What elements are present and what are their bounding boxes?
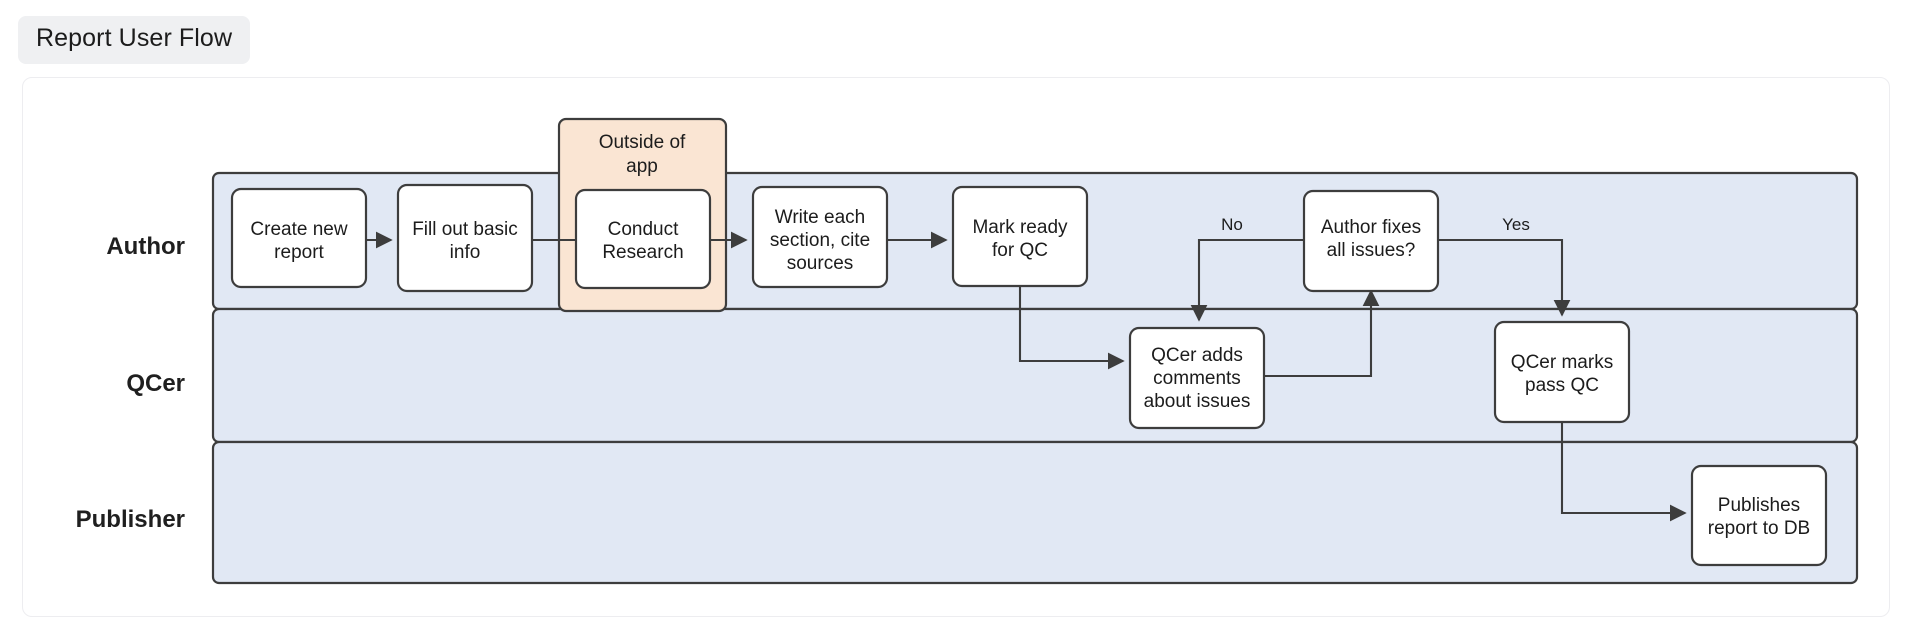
- node-label-line-1: Mark ready: [972, 217, 1068, 238]
- node-label-line-1: Conduct: [608, 219, 679, 240]
- lane-publisher: [211, 440, 1859, 585]
- node-mark-ready-for-qc[interactable]: Mark ready for QC: [951, 185, 1089, 288]
- node-label-line-1: Author fixes: [1321, 217, 1421, 238]
- group-label-line-1: Outside of: [599, 132, 686, 153]
- node-label-line-2: info: [450, 242, 481, 263]
- node-label-line-1: Create new: [250, 219, 347, 240]
- edge-label-yes: Yes: [1502, 215, 1530, 234]
- node-label-line-2: report: [274, 242, 324, 263]
- node-author-fixes-all-issues[interactable]: Author fixes all issues?: [1302, 189, 1440, 293]
- edge-markready-to-comments: [1018, 286, 1125, 370]
- edge-passqc-to-publish: [1560, 422, 1687, 522]
- node-label-line-3: sources: [787, 253, 854, 274]
- node-write-each-section[interactable]: Write each section, cite sources: [751, 185, 889, 289]
- edge-label-no: No: [1221, 215, 1243, 234]
- edge-authorfixes-no-to-comments: [1190, 238, 1304, 322]
- node-conduct-research[interactable]: Conduct Research: [574, 188, 712, 290]
- lane-label-publisher: Publisher: [75, 506, 185, 533]
- node-publishes-report-to-db[interactable]: Publishes report to DB: [1690, 464, 1828, 567]
- edge-comments-to-authorfixes: [1264, 289, 1380, 378]
- node-label-line-2: Research: [602, 242, 683, 263]
- lane-label-author: Author: [106, 233, 185, 260]
- node-label-line-1: Write each: [775, 207, 865, 228]
- node-label-line-2: report to DB: [1708, 518, 1810, 539]
- node-label-line-3: about issues: [1144, 391, 1251, 412]
- edge-authorfixes-yes-to-passqc: [1438, 238, 1571, 317]
- group-label-line-2: app: [626, 156, 658, 177]
- node-label-line-1: QCer marks: [1511, 352, 1613, 373]
- node-label-line-1: QCer adds: [1151, 345, 1243, 366]
- node-qcer-marks-pass-qc[interactable]: QCer marks pass QC: [1493, 320, 1631, 424]
- node-create-new-report[interactable]: Create new report: [230, 187, 368, 289]
- node-label-line-2: for QC: [992, 240, 1048, 261]
- node-label-line-1: Fill out basic: [412, 219, 518, 240]
- lane-label-qcer: QCer: [126, 370, 185, 397]
- node-label-line-2: section, cite: [770, 230, 870, 251]
- node-fill-out-basic-info[interactable]: Fill out basic info: [396, 183, 534, 293]
- node-label-line-2: comments: [1153, 368, 1241, 389]
- node-label-line-2: all issues?: [1327, 240, 1416, 261]
- page-title: Report User Flow: [18, 16, 251, 64]
- node-label-line-2: pass QC: [1525, 375, 1599, 396]
- node-label-line-1: Publishes: [1718, 495, 1800, 516]
- node-qcer-adds-comments[interactable]: QCer adds comments about issues: [1128, 326, 1266, 430]
